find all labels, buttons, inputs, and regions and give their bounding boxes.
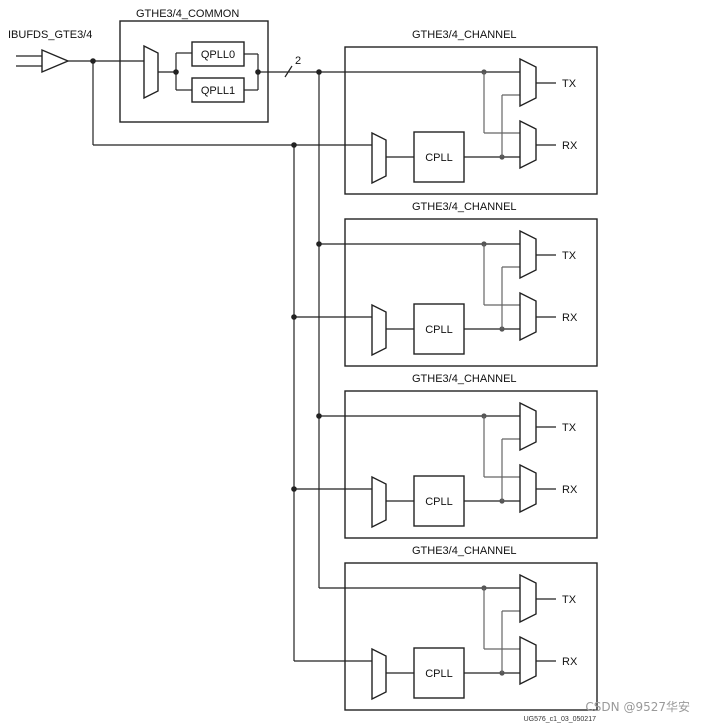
rx-label: RX <box>562 656 578 668</box>
channel-block-3: GTHE3/4_CHANNEL CPLL TX RX <box>291 373 598 539</box>
tx-label: TX <box>562 594 577 606</box>
common-mux-icon <box>143 44 159 100</box>
rx-label: RX <box>562 312 578 324</box>
cpll-mux-icon <box>371 131 387 185</box>
channel-block-4: GTHE3/4_CHANNEL CPLL TX RX <box>294 545 598 711</box>
rx-label: RX <box>562 484 578 496</box>
rx-mux-icon <box>519 463 537 514</box>
qpll0-box <box>191 41 245 67</box>
tx-mux-icon <box>519 401 537 452</box>
bus-slash <box>284 65 293 78</box>
cpll-mux-icon <box>371 475 387 529</box>
qpll-bus: 2 <box>268 55 345 661</box>
tx-label: TX <box>562 78 577 90</box>
channel-title: GTHE3/4_CHANNEL <box>412 373 517 385</box>
cpll-label: CPLL <box>425 496 453 508</box>
refclk-routing <box>68 58 294 146</box>
tx-mux-icon <box>519 229 537 280</box>
qpll1-box <box>191 77 245 103</box>
common-box <box>119 20 269 123</box>
cpll-box <box>413 475 465 527</box>
ibufds-block: IBUFDS_GTE3/4 <box>8 29 92 74</box>
tx-label: TX <box>562 250 577 262</box>
channel-block-1: GTHE3/4_CHANNEL CPLL TX RX <box>294 29 598 195</box>
rx-mux-icon <box>519 635 537 686</box>
channel-title: GTHE3/4_CHANNEL <box>412 201 517 213</box>
qpll1-label: QPLL1 <box>201 85 235 97</box>
channel-block-2: GTHE3/4_CHANNEL CPLL TX RX <box>291 201 598 367</box>
cpll-label: CPLL <box>425 324 453 336</box>
qpll0-label: QPLL0 <box>201 49 235 61</box>
tx-label: TX <box>562 422 577 434</box>
cpll-label: CPLL <box>425 668 453 680</box>
tx-mux-icon <box>519 57 537 108</box>
cpll-mux-icon <box>371 303 387 357</box>
channel-title: GTHE3/4_CHANNEL <box>412 545 517 557</box>
bus-width-label: 2 <box>295 55 301 67</box>
rx-mux-icon <box>519 291 537 342</box>
ibufds-label: IBUFDS_GTE3/4 <box>8 29 92 41</box>
figure-id: UG576_c1_03_050217 <box>524 716 597 723</box>
common-block: GTHE3/4_COMMON QPLL0 QPLL1 <box>119 8 269 123</box>
tx-mux-icon <box>519 573 537 624</box>
cpll-label: CPLL <box>425 152 453 164</box>
rx-label: RX <box>562 140 578 152</box>
rx-mux-icon <box>519 119 537 170</box>
watermark: CSDN @9527华安 <box>585 699 690 714</box>
channel-title: GTHE3/4_CHANNEL <box>412 29 517 41</box>
ibufds-buffer-icon <box>41 48 70 74</box>
cpll-box <box>413 647 465 699</box>
cpll-mux-icon <box>371 647 387 701</box>
common-title: GTHE3/4_COMMON <box>136 8 239 20</box>
